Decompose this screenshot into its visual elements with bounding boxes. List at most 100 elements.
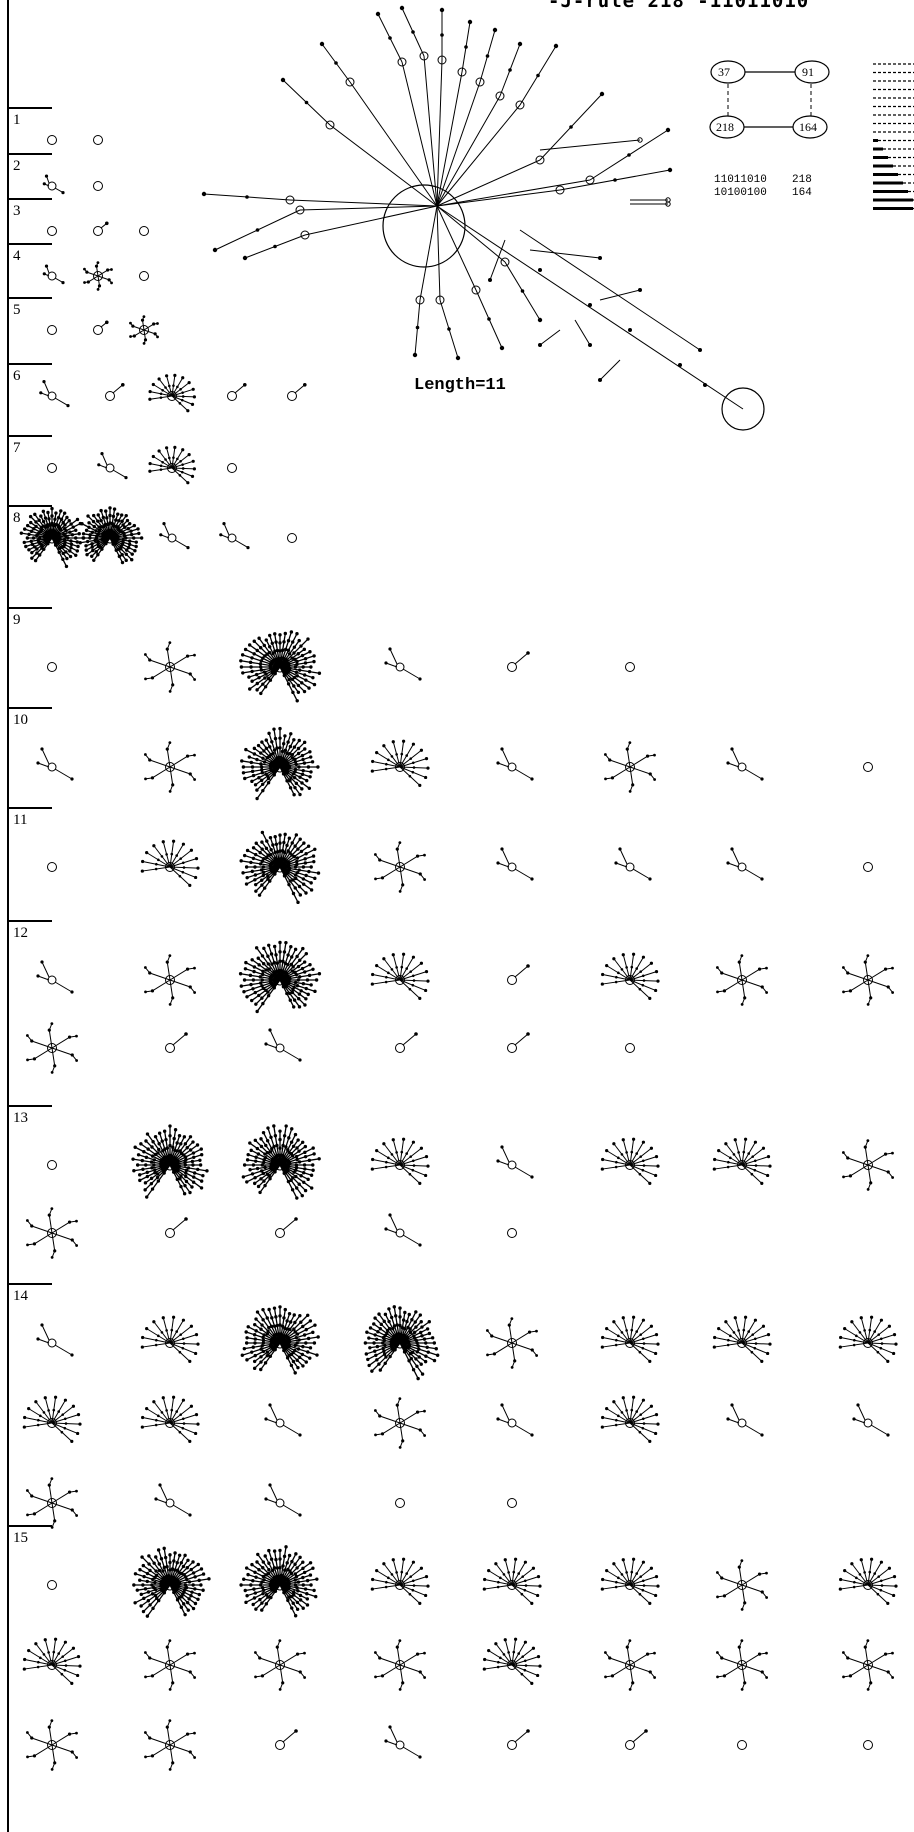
node [306, 765, 311, 769]
node [84, 528, 89, 533]
node [716, 1675, 719, 1679]
node [259, 1169, 264, 1173]
node [502, 1653, 506, 1656]
node [275, 1143, 279, 1148]
node [305, 778, 309, 783]
node [385, 762, 388, 766]
edge [279, 1664, 301, 1673]
node [193, 966, 196, 970]
node [251, 1345, 255, 1349]
attractor-cycle [737, 975, 747, 985]
basin-glyph [841, 1639, 895, 1691]
node [32, 527, 36, 531]
node [601, 972, 605, 977]
node [742, 1150, 746, 1154]
node [264, 638, 268, 642]
node [620, 1573, 624, 1576]
node [187, 381, 191, 385]
node [432, 1341, 437, 1345]
node [271, 751, 275, 756]
node [278, 940, 282, 945]
node [252, 1333, 257, 1337]
node [649, 1324, 654, 1328]
node [33, 558, 38, 563]
node [530, 1433, 534, 1437]
node [59, 517, 64, 522]
node [29, 520, 33, 525]
node [254, 1575, 258, 1579]
node [191, 1583, 195, 1587]
edge [721, 972, 743, 981]
node [426, 1584, 430, 1588]
node [248, 687, 252, 691]
node [264, 846, 269, 851]
node [286, 740, 290, 744]
attractor-cycle [275, 1228, 285, 1238]
node [405, 1572, 409, 1575]
node [76, 1413, 81, 1417]
node [625, 1151, 628, 1154]
node [271, 843, 275, 847]
node [423, 1676, 427, 1679]
state-node-label-164: 164 [799, 120, 817, 134]
node [858, 1331, 862, 1334]
node [41, 524, 46, 528]
node [261, 873, 265, 878]
node [161, 1569, 165, 1573]
node [303, 1150, 307, 1155]
node [193, 653, 196, 657]
node [729, 1334, 732, 1338]
node [64, 529, 68, 533]
basin-glyph [83, 261, 113, 291]
node [494, 1642, 498, 1646]
node [295, 1358, 299, 1362]
node [601, 1415, 605, 1420]
edge [37, 1338, 50, 1344]
node [303, 1144, 308, 1149]
node [382, 1142, 386, 1146]
node [152, 1163, 156, 1167]
node [26, 1513, 29, 1517]
node [75, 1219, 78, 1223]
node [176, 457, 179, 461]
node [272, 1306, 277, 1310]
node [278, 1548, 282, 1553]
basin-glyph [600, 1557, 660, 1605]
node [536, 73, 540, 78]
node [507, 1651, 510, 1654]
attractor-cycle [515, 100, 525, 110]
node [766, 1333, 771, 1337]
node [34, 1642, 38, 1646]
node [250, 669, 254, 674]
node [260, 782, 265, 787]
node [304, 986, 308, 991]
node [164, 386, 167, 389]
node [43, 1638, 47, 1642]
node [39, 528, 44, 532]
attractor-cycle [507, 1043, 517, 1053]
node [409, 757, 413, 760]
node [863, 1571, 866, 1574]
node [414, 1357, 418, 1361]
node [278, 1687, 282, 1691]
node [285, 779, 289, 783]
node [245, 1158, 250, 1162]
node [398, 1323, 402, 1328]
node [86, 514, 90, 518]
node [179, 1333, 183, 1336]
node [500, 1145, 504, 1149]
node [181, 463, 184, 466]
node [242, 255, 248, 261]
node [630, 965, 634, 969]
node [842, 990, 845, 994]
node [183, 1142, 188, 1146]
node [246, 546, 250, 550]
edge [166, 1647, 171, 1666]
node [382, 1338, 387, 1343]
node [278, 649, 282, 653]
edge [727, 1418, 740, 1424]
attractor-cycle [47, 135, 57, 145]
node [848, 989, 853, 993]
node [292, 684, 296, 688]
node [30, 542, 35, 547]
